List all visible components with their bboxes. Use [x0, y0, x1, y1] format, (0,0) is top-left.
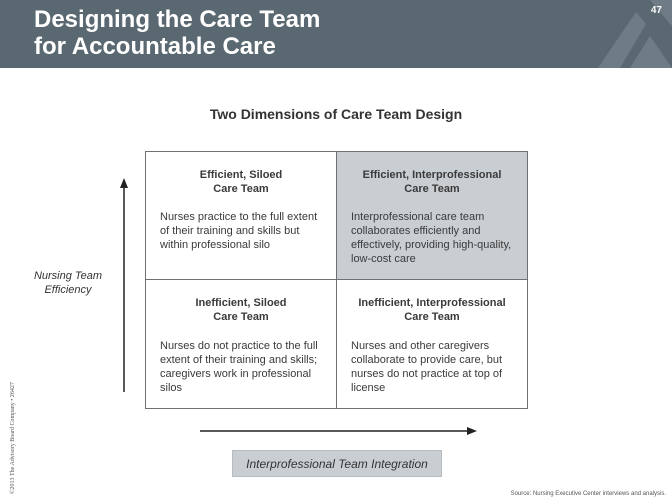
quadrant-efficient-interprofessional: Efficient, Interprofessional Care Team I…	[337, 152, 527, 280]
quadrant-description: Nurses practice to the full extent of th…	[160, 211, 318, 251]
y-axis-arrowhead-icon	[120, 178, 128, 188]
quadrant-heading: Efficient, Siloed Care Team	[154, 168, 328, 196]
title-banner: Designing the Care Team for Accountable …	[0, 0, 672, 68]
quadrant-heading-line-1: Inefficient, Interprofessional	[358, 297, 506, 309]
slide-title-line-1: Designing the Care Team	[34, 6, 321, 33]
quadrant-heading-line-1: Efficient, Interprofessional	[362, 169, 502, 181]
quadrant-inefficient-interprofessional: Inefficient, Interprofessional Care Team…	[337, 280, 527, 408]
quadrant-heading: Efficient, Interprofessional Care Team	[345, 168, 519, 196]
quadrant-description: Interprofessional care team collaborates…	[351, 211, 512, 265]
slide-number: 47	[650, 5, 662, 16]
quadrant-inefficient-siloed: Inefficient, Siloed Care Team Nurses do …	[146, 280, 337, 408]
x-axis-arrowhead-icon	[467, 427, 477, 435]
quadrant-heading: Inefficient, Siloed Care Team	[154, 296, 328, 324]
quadrant-heading-line-1: Inefficient, Siloed	[195, 297, 287, 309]
x-axis-label-box: Interprofessional Team Integration	[232, 450, 442, 477]
copyright-notice: ©2013 The Advisory Board Company • 26427	[10, 382, 16, 494]
quadrant-heading-line-2: Care Team	[404, 183, 460, 195]
y-axis-label: Nursing Team Efficiency	[33, 270, 103, 296]
quadrant-description: Nurses and other caregivers collaborate …	[351, 340, 503, 394]
quadrant-description: Nurses do not practice to the full exten…	[160, 340, 318, 394]
quadrant-heading: Inefficient, Interprofessional Care Team	[345, 296, 519, 324]
source-note: Source: Nursing Executive Center intervi…	[510, 491, 666, 497]
advisory-board-logo-icon	[598, 0, 672, 68]
slide-title-line-2: for Accountable Care	[34, 33, 276, 60]
quadrant-heading-line-2: Care Team	[213, 311, 269, 323]
quadrant-heading-line-2: Care Team	[213, 183, 269, 195]
x-axis-label: Interprofessional Team Integration	[246, 457, 428, 471]
slide-title: Designing the Care Team for Accountable …	[34, 6, 320, 60]
quadrant-heading-line-1: Efficient, Siloed	[199, 169, 283, 181]
quadrant-efficient-siloed: Efficient, Siloed Care Team Nurses pract…	[146, 152, 337, 280]
care-team-matrix: Efficient, Siloed Care Team Nurses pract…	[145, 151, 528, 409]
quadrant-heading-line-2: Care Team	[404, 311, 460, 323]
matrix-title: Two Dimensions of Care Team Design	[209, 106, 463, 122]
